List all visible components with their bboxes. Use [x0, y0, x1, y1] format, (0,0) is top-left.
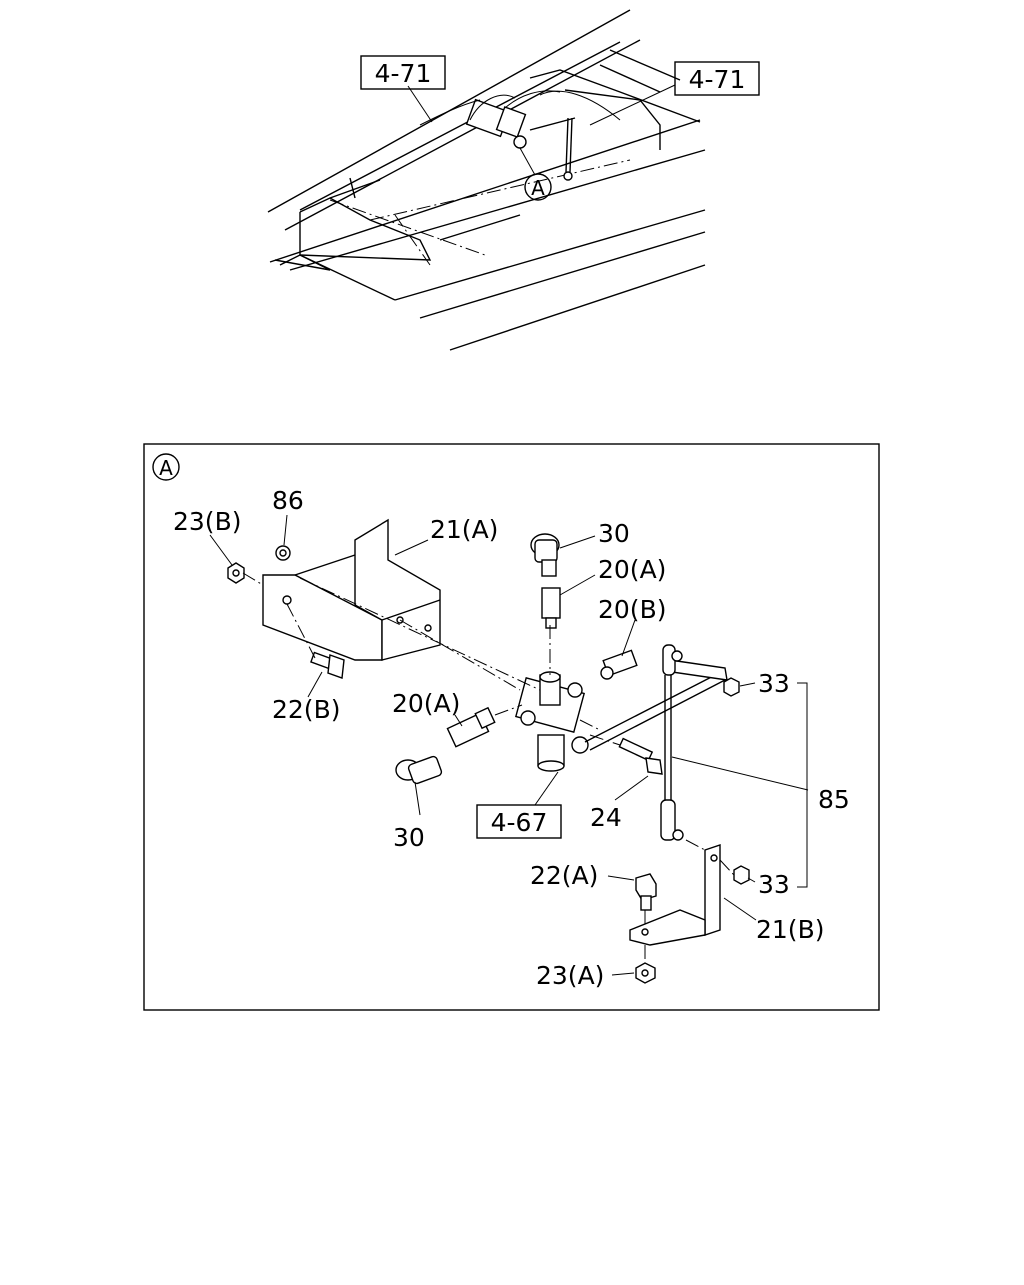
- label-23a: 23(A): [536, 961, 604, 990]
- label-22b: 22(B): [272, 695, 340, 724]
- overview-ref-box-left: 4-71: [360, 55, 446, 90]
- detail-view-marker: A: [152, 453, 180, 481]
- detail-view-marker-label: A: [159, 456, 173, 480]
- label-20a-left: 20(A): [392, 689, 460, 718]
- overview-ref-left-label: 4-71: [375, 59, 432, 88]
- label-30-top: 30: [598, 519, 630, 548]
- overview-ref-box-right: 4-71: [674, 61, 760, 96]
- detail-view-border: [143, 443, 880, 1011]
- label-22a: 22(A): [530, 861, 598, 890]
- label-33-top: 33: [758, 669, 790, 698]
- overview-callout-a: A: [524, 173, 552, 201]
- label-21a: 21(A): [430, 515, 498, 544]
- label-20a-top: 20(A): [598, 555, 666, 584]
- detail-ref-box-4-67: 4-67: [476, 804, 562, 839]
- overview-callout-a-label: A: [531, 176, 545, 200]
- label-33-bottom: 33: [758, 870, 790, 899]
- overview-ref-right-label: 4-71: [689, 65, 746, 94]
- label-86: 86: [272, 486, 304, 515]
- overview-frame-drawing: [267, 9, 706, 351]
- label-24: 24: [590, 803, 622, 832]
- detail-leader-lines: [209, 514, 809, 976]
- detail-part-labels: 23(B) 86 21(A) 30 20(A) 20(B) 33 22(B) 2…: [173, 486, 850, 990]
- label-20b: 20(B): [598, 595, 666, 624]
- detail-parts-drawing: [227, 518, 750, 984]
- label-23b: 23(B): [173, 507, 241, 536]
- label-85: 85: [818, 785, 850, 814]
- detail-ref-4-67-label: 4-67: [491, 808, 548, 837]
- label-21b: 21(B): [756, 915, 824, 944]
- label-30-bottom: 30: [393, 823, 425, 852]
